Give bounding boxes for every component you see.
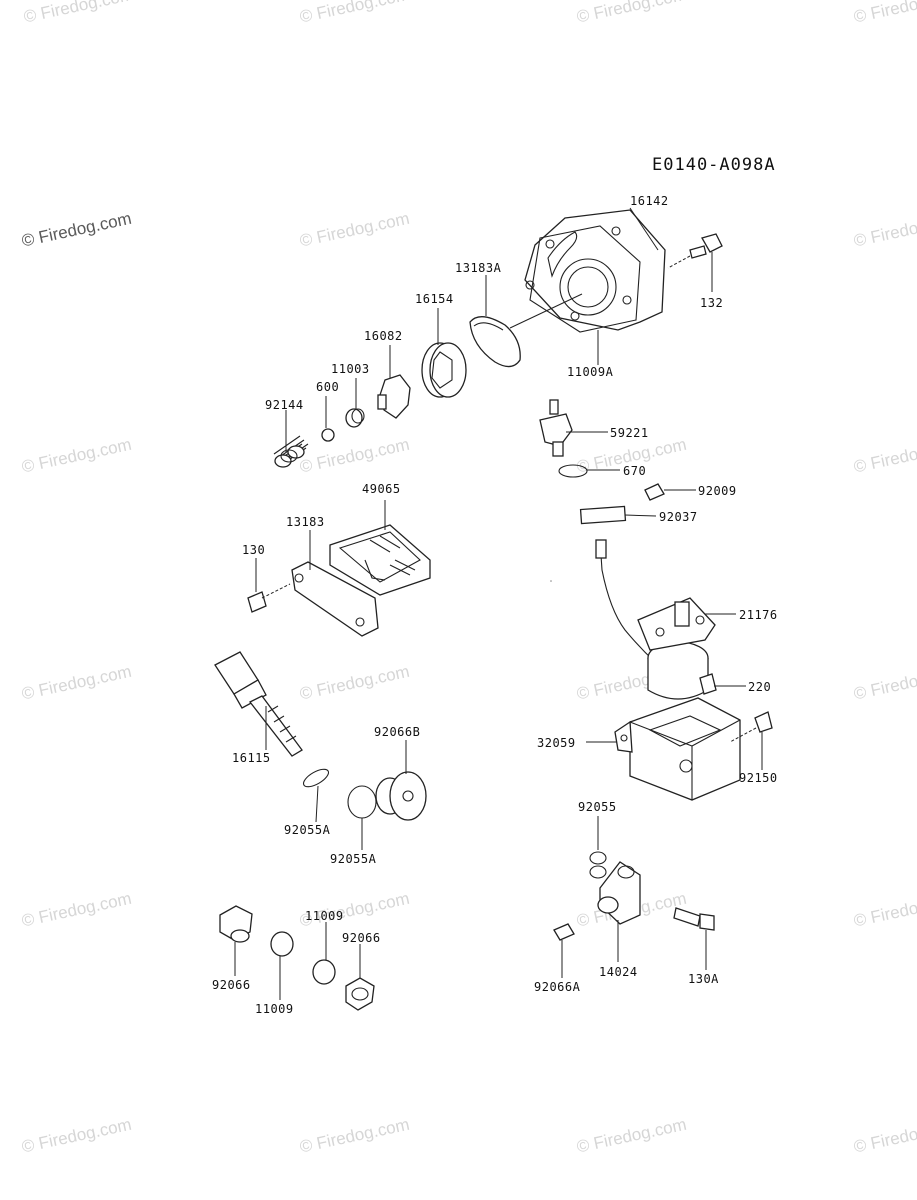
plug-92066A: [553, 923, 575, 941]
tube-92037: [579, 505, 627, 525]
oil-pressure-switch-59221: [539, 399, 573, 457]
drain-plug-92066B: [375, 771, 427, 821]
part-label: 92037: [659, 510, 698, 524]
part-label: 220: [748, 680, 772, 694]
part-label: 21176: [739, 608, 778, 622]
part-label: 16115: [232, 751, 271, 765]
part-label: 92066A: [534, 980, 581, 994]
part-label: 92066: [342, 931, 381, 945]
plug-92066: [345, 977, 375, 1011]
o-ring-670: [558, 464, 588, 478]
part-label: 132: [700, 296, 724, 310]
part-label: 59221: [610, 426, 649, 440]
gasket-13183A: [469, 316, 521, 368]
screw-92009: [644, 483, 665, 501]
inner-rotor-16082: [377, 374, 411, 419]
part-label: 92144: [265, 398, 304, 412]
part-label: 92055A: [330, 852, 377, 866]
wire-connector: [595, 539, 607, 559]
o-ring-92055A: [347, 785, 377, 819]
o-ring-92055: [589, 865, 607, 879]
part-label: 130: [242, 543, 266, 557]
bolt-130A: [673, 907, 715, 931]
oil-strainer-49065: [329, 524, 431, 596]
part-label: 16082: [364, 329, 403, 343]
screw-220: [699, 673, 717, 695]
solenoid-21176: [637, 597, 716, 700]
part-label: 130A: [688, 972, 719, 986]
part-label: 13183A: [455, 261, 502, 275]
part-label: 49065: [362, 482, 401, 496]
part-label: 11003: [331, 362, 370, 376]
part-label: 16142: [630, 194, 669, 208]
plug-92066: [219, 905, 253, 943]
ball-600: [321, 428, 335, 442]
spring-92144: [273, 435, 309, 468]
gasket-13183: [291, 561, 379, 637]
valve-body-14024: [597, 861, 641, 925]
washer-11009: [270, 931, 294, 957]
leader-lines: [234, 207, 763, 1000]
part-label: 600: [316, 380, 340, 394]
part-label: 11009: [305, 909, 344, 923]
part-label: 14024: [599, 965, 638, 979]
bolt-92150: [729, 711, 773, 743]
part-label: 92066: [212, 978, 251, 992]
diagram-code: E0140-A098A: [652, 155, 776, 175]
bracket-32059: [614, 697, 741, 801]
outer-rotor-16154: [421, 342, 467, 398]
part-label: 670: [623, 464, 647, 478]
dipstick-16115: [214, 651, 303, 757]
part-label: 16154: [415, 292, 454, 306]
part-label: 92150: [739, 771, 778, 785]
bolt-130: [247, 583, 291, 613]
oil-pump-cover-16142: [524, 209, 666, 333]
part-label: 11009A: [567, 365, 614, 379]
o-ring-92055A: [302, 768, 330, 788]
part-label: 92055A: [284, 823, 331, 837]
bolt-132: [667, 233, 723, 269]
part-label: 32059: [537, 736, 576, 750]
part-label: 13183: [286, 515, 325, 529]
sensor-wire: [599, 539, 656, 663]
part-label: 92055: [578, 800, 617, 814]
sleeve-11003: [345, 408, 365, 428]
washer-11009: [312, 959, 336, 985]
part-label: 11009: [255, 1002, 294, 1016]
part-label: 92066B: [374, 725, 421, 739]
o-ring-92055: [589, 851, 607, 865]
part-label: 92009: [698, 484, 737, 498]
